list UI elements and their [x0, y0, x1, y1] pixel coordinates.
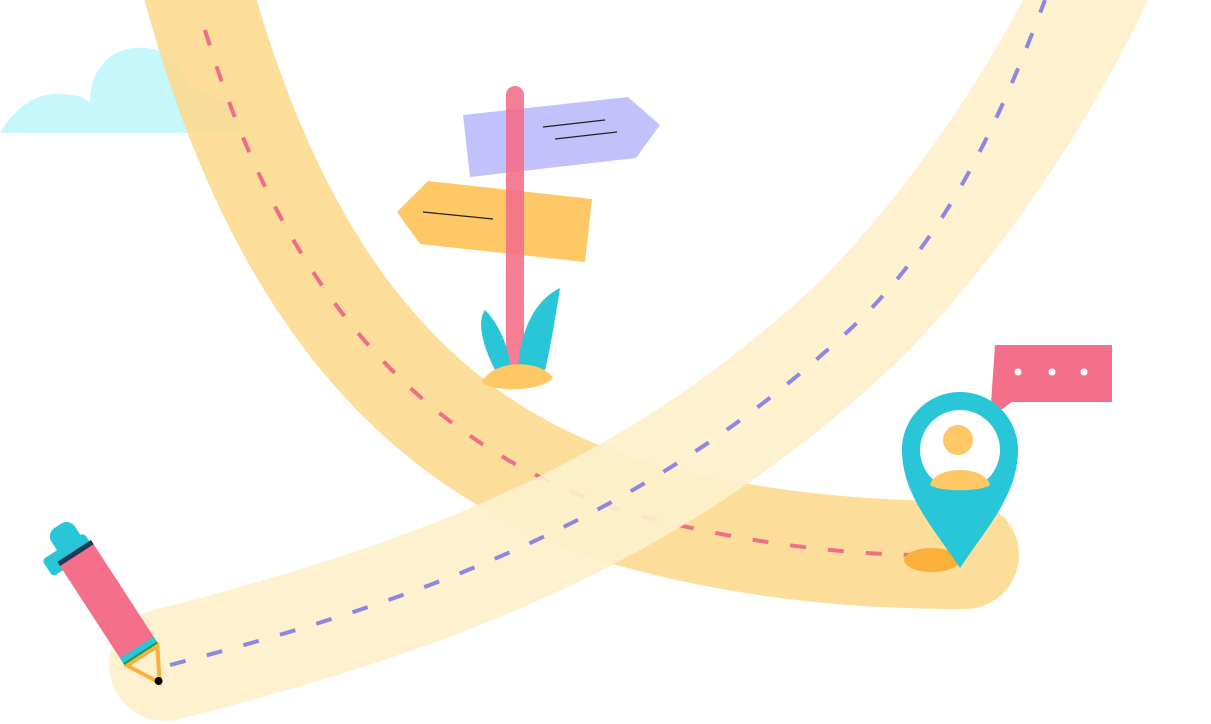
- yellow-road: [109, 0, 1148, 721]
- location-pin-icon: [902, 392, 1018, 572]
- signpost-icon: [397, 86, 660, 390]
- chat-bubble-icon: [990, 345, 1112, 418]
- pencil-icon: [43, 522, 163, 687]
